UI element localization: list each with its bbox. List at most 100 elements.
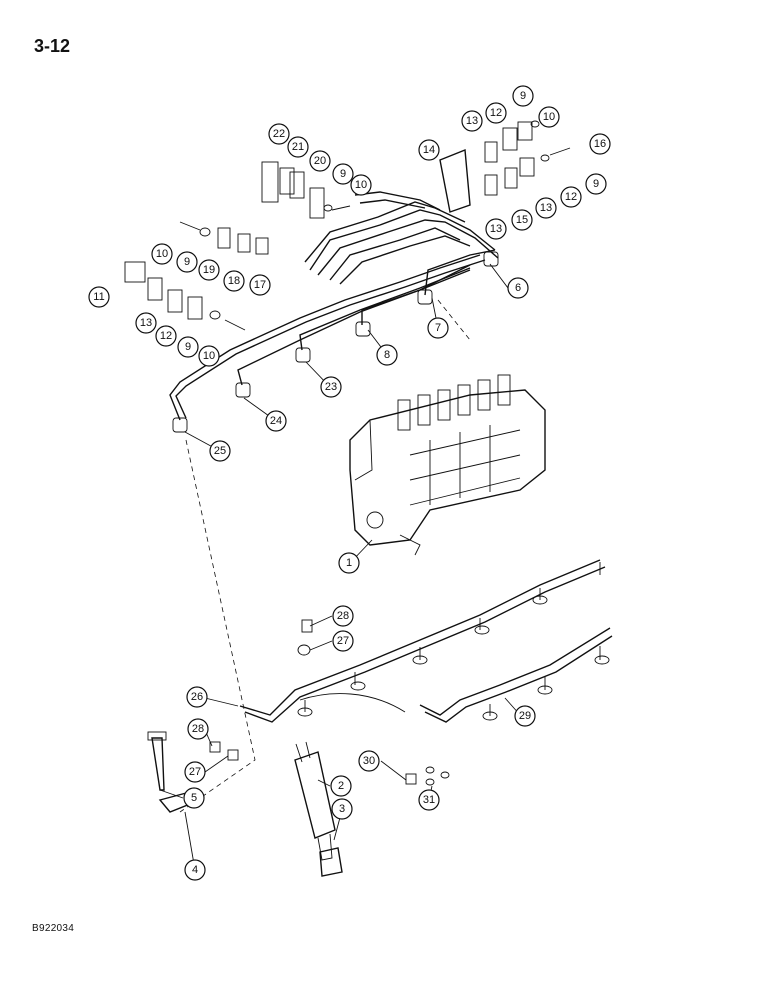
callout-1: 1 [338, 552, 360, 574]
clamp-hardware-right [439, 117, 571, 213]
callout-17: 17 [249, 274, 271, 296]
callout-label: 9 [520, 90, 526, 102]
callout-label: 12 [160, 330, 172, 342]
callout-4: 4 [184, 859, 206, 881]
callout-29: 29 [514, 705, 536, 727]
callout-24: 24 [265, 410, 287, 432]
callout-27: 27 [332, 630, 354, 652]
callout-13: 13 [135, 312, 157, 334]
callout-10: 10 [198, 345, 220, 367]
callout-13: 13 [535, 197, 557, 219]
figure-code: B922034 [32, 923, 75, 934]
callout-label: 10 [543, 111, 555, 123]
callout-label: 6 [515, 282, 521, 294]
callout-13: 13 [485, 218, 507, 240]
callout-label: 27 [337, 635, 349, 647]
callout-13: 13 [461, 110, 483, 132]
callout-label: 7 [435, 322, 441, 334]
callout-9: 9 [332, 163, 354, 185]
callout-label: 10 [156, 248, 168, 260]
injection-pump [349, 374, 546, 556]
callout-30: 30 [358, 750, 380, 772]
callout-label: 1 [346, 557, 352, 569]
callout-6: 6 [507, 277, 529, 299]
callout-label: 12 [565, 191, 577, 203]
callout-label: 29 [519, 710, 531, 722]
callout-9: 9 [512, 85, 534, 107]
callout-12: 12 [155, 325, 177, 347]
callout-label: 25 [214, 445, 226, 457]
callout-label: 11 [93, 291, 104, 303]
callout-label: 20 [314, 155, 326, 167]
callout-label: 16 [594, 138, 606, 150]
callout-label: 5 [191, 792, 197, 804]
callout-label: 13 [490, 223, 502, 235]
callout-8: 8 [376, 344, 398, 366]
callout-label: 30 [363, 755, 375, 767]
callout-23: 23 [320, 376, 342, 398]
callout-9: 9 [176, 251, 198, 273]
callout-21: 21 [287, 136, 309, 158]
callout-15: 15 [511, 209, 533, 231]
callout-label: 27 [189, 766, 201, 778]
callout-label: 9 [185, 341, 191, 353]
callout-label: 13 [540, 202, 552, 214]
callout-label: 22 [273, 128, 285, 140]
callout-label: 14 [423, 144, 435, 156]
clamp-hardware-left [124, 221, 269, 331]
callout-31: 31 [418, 789, 440, 811]
callout-10: 10 [151, 243, 173, 265]
callout-label: 12 [490, 107, 502, 119]
callout-22: 22 [268, 123, 290, 145]
callout-label: 13 [140, 317, 152, 329]
clamp-hardware-top [261, 161, 351, 219]
callout-20: 20 [309, 150, 331, 172]
callout-label: 9 [184, 256, 190, 268]
callout-25: 25 [209, 440, 231, 462]
callout-9: 9 [585, 173, 607, 195]
callout-5: 5 [183, 787, 205, 809]
callout-label: 17 [254, 279, 266, 291]
callout-label: 19 [203, 264, 215, 276]
callout-28: 28 [187, 718, 209, 740]
callout-label: 8 [384, 349, 390, 361]
callout-12: 12 [485, 102, 507, 124]
callout-label: 10 [355, 179, 367, 191]
callout-2: 2 [330, 775, 352, 797]
injector-assembly [147, 619, 450, 877]
callout-label: 31 [423, 794, 435, 806]
callout-label: 2 [338, 780, 344, 792]
callout-10: 10 [538, 106, 560, 128]
callout-10: 10 [350, 174, 372, 196]
callout-11: 11 [88, 286, 110, 308]
callout-label: 9 [593, 178, 599, 190]
callout-label: 15 [516, 214, 528, 226]
callout-19: 19 [198, 259, 220, 281]
callout-28: 28 [332, 605, 354, 627]
leak-off-lines [239, 559, 613, 723]
callout-label: 18 [228, 275, 240, 287]
callout-18: 18 [223, 270, 245, 292]
callout-7: 7 [427, 317, 449, 339]
callout-14: 14 [418, 139, 440, 161]
callout-label: 28 [337, 610, 349, 622]
callout-label: 24 [270, 415, 282, 427]
callout-label: 4 [192, 864, 198, 876]
callout-label: 23 [325, 381, 337, 393]
callout-label: 26 [191, 691, 203, 703]
callout-label: 10 [203, 350, 215, 362]
callout-26: 26 [186, 686, 208, 708]
callout-label: 21 [292, 141, 304, 153]
callout-9: 9 [177, 336, 199, 358]
callout-12: 12 [560, 186, 582, 208]
callout-label: 28 [192, 723, 204, 735]
callout-3: 3 [331, 798, 353, 820]
callout-27: 27 [184, 761, 206, 783]
page-number: 3-12 [34, 36, 71, 56]
alignment-line [179, 439, 256, 813]
callout-label: 9 [340, 168, 346, 180]
callout-16: 16 [589, 133, 611, 155]
callout-label: 3 [339, 803, 345, 815]
callout-label: 13 [466, 115, 478, 127]
